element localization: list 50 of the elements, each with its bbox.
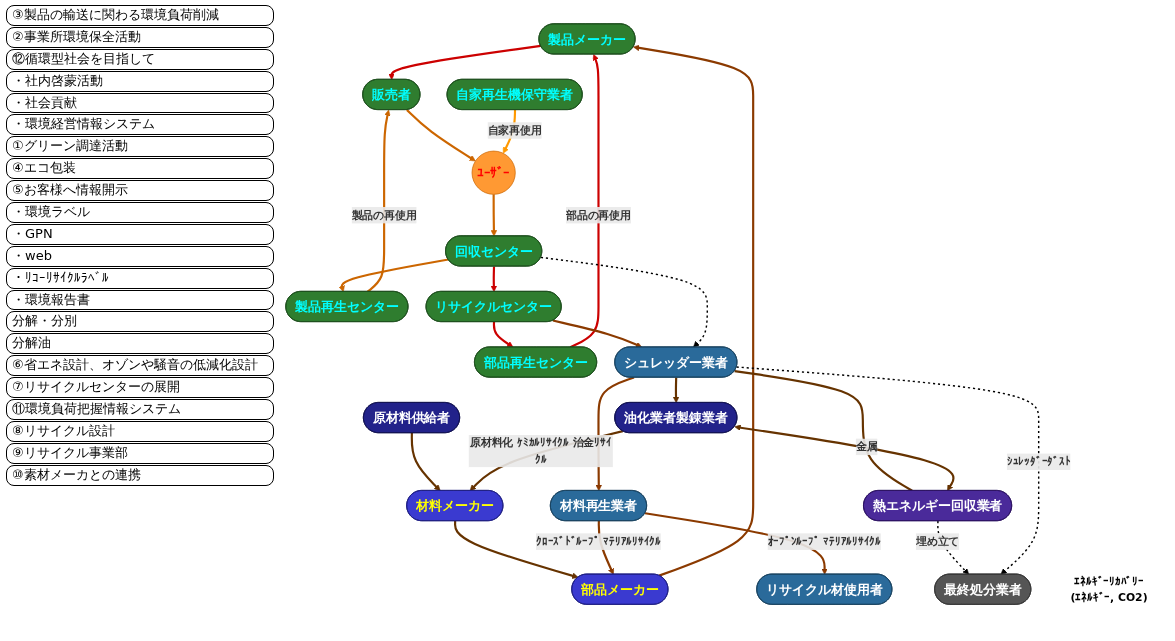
callout-text: ・社内啓蒙活動 [6,70,274,92]
arrow [454,521,579,580]
callout-text: ⑩素材メーカとの連携 [6,464,274,486]
callout-text: ⑧リサイクル設計 [6,420,274,442]
arrow [492,322,514,348]
callout-text: ・社会貢献 [6,92,274,114]
arrow [633,45,755,578]
edge-label: 埋め立て [915,535,960,549]
callout-text: ①グリーン調達活動 [6,136,274,158]
arrow [490,194,498,237]
arrow [672,378,680,404]
node-circle: ﾕｰｻﾞｰ [471,151,516,196]
callout-text: ③製品の輸送に関わる環境負荷削減 [6,5,274,26]
callout-text: ・GPN [6,223,274,245]
edge-label: ｵｰﾌﾟﾝﾙｰﾌﾟ ﾏﾃﾘｱﾙﾘｻｲｸﾙ [767,535,881,549]
callout-text: ・web [6,245,274,267]
callout-text: ⑥省エネ設計、オゾンや騒音の低減化設計 [6,355,274,377]
callout-text: ・環境報告書 [6,289,274,311]
callout-text: ⑨リサイクル事業部 [6,442,274,464]
callout-text: ・ﾘｺｰﾘｻｲｸﾙﾗﾍﾞﾙ [6,267,274,289]
callout-text: ⑪環境負荷把握情報システム [6,399,274,420]
edge-label: 部品の再使用 [566,208,631,222]
callout-text: ④エコ包装 [6,158,274,180]
arrow [490,266,497,293]
arrow [734,425,955,492]
arrow [338,258,449,293]
callout-text: ⑫循環型社会を目指して [6,48,274,70]
arrow [735,366,1040,576]
edge-label: ｼｭﾚｯﾀﾞｰﾀﾞｽﾄ [1006,455,1071,469]
arrow [569,54,600,349]
arrow [937,520,970,576]
arrow [540,257,708,348]
edge-label: 自家再使用 [487,124,542,138]
callout-text: ②事業所環境保全活動 [6,26,274,48]
callout-text: 分解・分別 [6,311,274,333]
callout-text: ・環境経営情報システム [6,114,274,136]
callout-text: ⑦リサイクルセンターの展開 [6,377,274,399]
edge-label: 製品の再使用 [351,208,417,222]
arrow [406,109,476,162]
node-label: ｴﾈﾙｷﾞｰﾘｶﾊﾞﾘｰ [1074,574,1144,588]
edge-label: 原材料化 ｹﾐｶﾙﾘｻｲｸﾙ 治金ﾘｻｲｸﾙ [469,436,612,467]
callout-text: 分解油 [6,333,274,355]
callout-text: ⑤お客様へ情報開示 [6,180,274,201]
edge-label: 金属 [855,440,878,454]
callout-text: ・環境ラベル [6,202,274,223]
edge-label: ｸﾛｰｽﾞﾄﾞﾙｰﾌﾟ ﾏﾃﾘｱﾙﾘｻｲｸﾙ [536,535,661,549]
arrow [552,320,643,349]
node-label: (ｴﾈﾙｷﾞｰ, CO2) [1070,591,1148,605]
arrow [388,45,541,81]
arrow [410,433,441,492]
